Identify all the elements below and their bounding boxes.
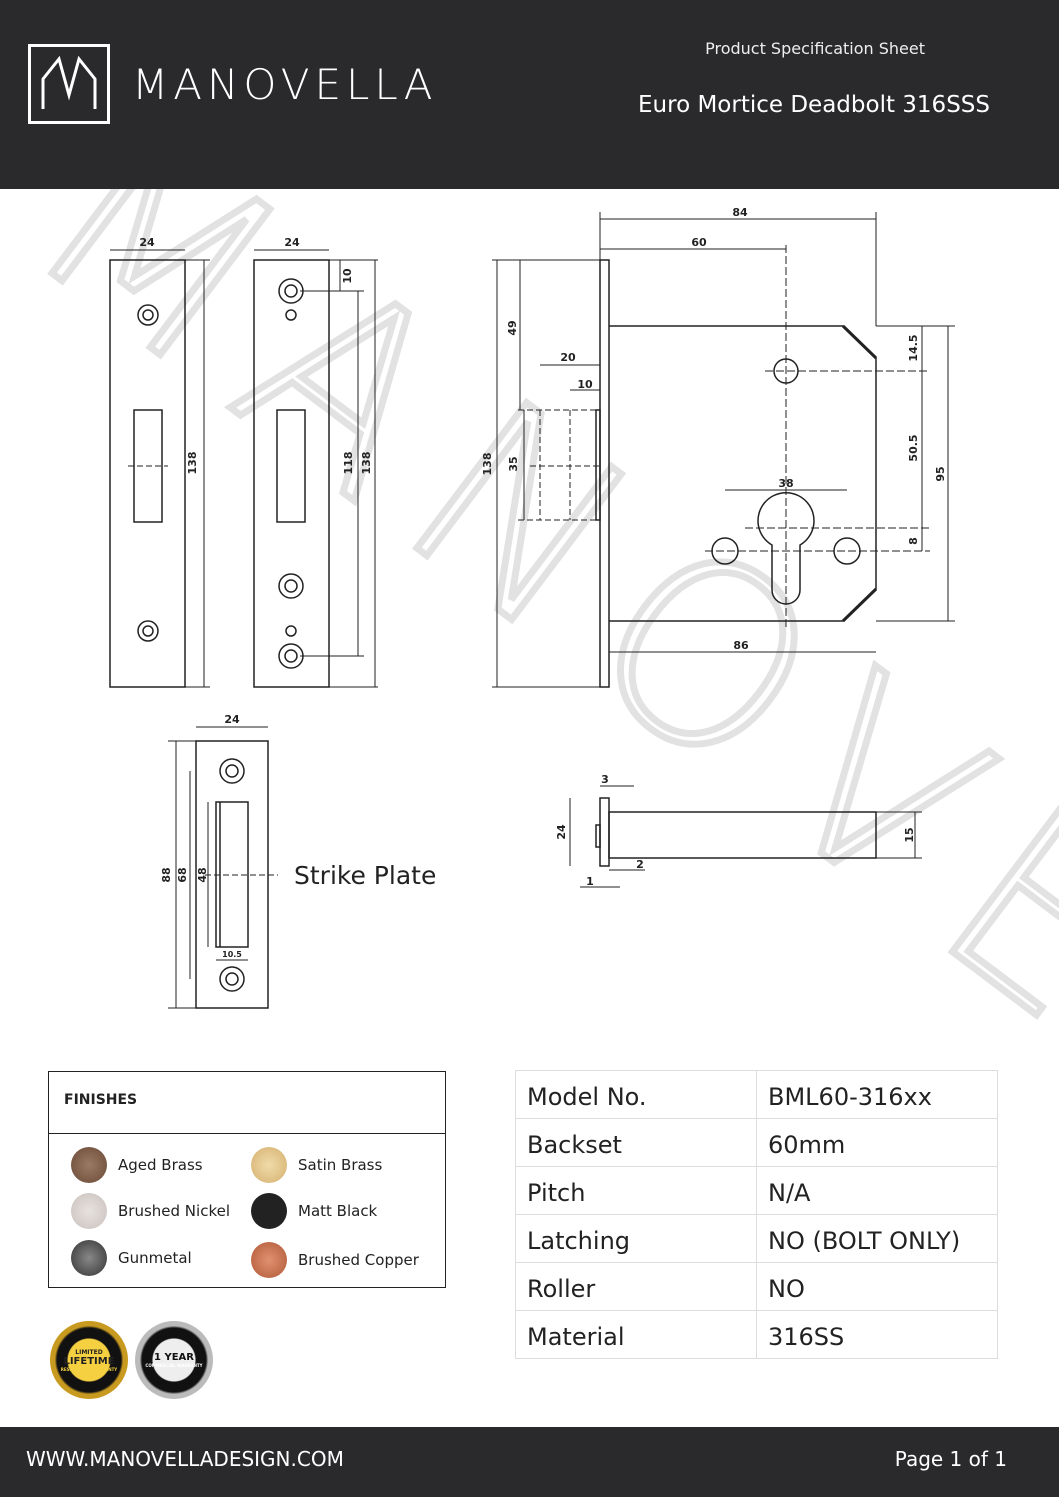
badge-bottom: RESIDENTIAL WARRANTY bbox=[60, 1366, 118, 1372]
header: MANOVELLA Product Specification Sheet Eu… bbox=[0, 0, 1059, 189]
dim-label: 95 bbox=[934, 466, 947, 481]
finish-label: Aged Brass bbox=[118, 1156, 203, 1174]
spec-key: Model No. bbox=[515, 1070, 757, 1119]
side-view-drawing bbox=[595, 797, 877, 867]
spec-value: NO bbox=[756, 1262, 998, 1311]
document-subtitle: Product Specification Sheet bbox=[705, 39, 925, 58]
dim-label: 48 bbox=[196, 867, 209, 882]
dim-label: 50.5 bbox=[907, 434, 920, 461]
dim-label: 60 bbox=[691, 236, 707, 249]
dim-label: 24 bbox=[139, 236, 155, 249]
faceplate-rear bbox=[253, 259, 330, 688]
spec-key: Latching bbox=[515, 1214, 757, 1263]
dim-label: 38 bbox=[778, 477, 793, 490]
dim-label: 84 bbox=[732, 206, 748, 219]
finish-label: Gunmetal bbox=[118, 1249, 192, 1267]
finish-gunmetal: Gunmetal bbox=[71, 1240, 192, 1276]
finish-label: Brushed Nickel bbox=[118, 1202, 230, 1220]
dim-label: 24 bbox=[555, 824, 568, 840]
swatch bbox=[71, 1147, 107, 1183]
spec-value: BML60-316xx bbox=[756, 1070, 998, 1119]
badge-bottom: COMMERCIAL WARRANTY bbox=[145, 1363, 203, 1368]
swatch bbox=[71, 1240, 107, 1276]
finishes-panel: FINISHES Aged Brass Satin Brass Brushed … bbox=[48, 1071, 446, 1288]
dim-label: 10.5 bbox=[222, 950, 242, 959]
dim-label: 10 bbox=[341, 268, 354, 284]
dimension-labels: 24 138 24 10 118 138 84 60 49 20 10 35 1… bbox=[139, 206, 947, 959]
logo-mark bbox=[28, 44, 110, 124]
technical-drawing: 24 138 24 10 118 138 84 60 49 20 10 35 1… bbox=[109, 206, 955, 1009]
faceplate-front bbox=[109, 259, 186, 688]
finish-brushed-nickel: Brushed Nickel bbox=[71, 1193, 230, 1229]
dim-label: 138 bbox=[360, 452, 373, 475]
finish-matt-black: Matt Black bbox=[251, 1193, 377, 1229]
dim-label: 24 bbox=[224, 713, 240, 726]
finish-aged-brass: Aged Brass bbox=[71, 1147, 203, 1183]
spec-key: Material bbox=[515, 1310, 757, 1359]
lock-body bbox=[518, 245, 930, 688]
swatch bbox=[251, 1242, 287, 1278]
dimension-lines bbox=[110, 212, 955, 1009]
finishes-heading: FINISHES bbox=[49, 1072, 445, 1134]
strike-plate-label: Strike Plate bbox=[294, 861, 436, 890]
dim-label: 118 bbox=[342, 452, 355, 475]
dim-label: 2 bbox=[636, 858, 644, 871]
spec-key: Roller bbox=[515, 1262, 757, 1311]
dim-label: 24 bbox=[284, 236, 300, 249]
spec-value: N/A bbox=[756, 1166, 998, 1215]
spec-key: Backset bbox=[515, 1118, 757, 1167]
table-row: Model No.BML60-316xx bbox=[515, 1070, 998, 1119]
dim-label: 3 bbox=[601, 773, 609, 786]
dim-label: 138 bbox=[186, 452, 199, 475]
dim-label: 1 bbox=[586, 875, 594, 888]
finish-label: Brushed Copper bbox=[298, 1251, 419, 1269]
one-year-warranty-badge: 1 YEAR COMMERCIAL WARRANTY bbox=[135, 1321, 213, 1399]
dim-label: 20 bbox=[560, 351, 576, 364]
spec-key: Pitch bbox=[515, 1166, 757, 1215]
dim-label: 8 bbox=[907, 537, 920, 545]
spec-value: 316SS bbox=[756, 1310, 998, 1359]
badge-main: LIFETIME bbox=[63, 1355, 115, 1367]
badge-top: LIMITED bbox=[75, 1348, 103, 1356]
badge-main: 1 YEAR bbox=[154, 1352, 194, 1363]
dim-label: 49 bbox=[506, 320, 519, 335]
strike-plate-drawing bbox=[195, 740, 278, 1009]
product-title: Euro Mortice Deadbolt 316SSS bbox=[638, 92, 990, 118]
dim-label: 35 bbox=[507, 456, 520, 471]
finish-label: Matt Black bbox=[298, 1202, 378, 1220]
website-link[interactable]: WWW.MANOVELLADESIGN.COM bbox=[26, 1447, 344, 1471]
dim-label: 86 bbox=[733, 639, 749, 652]
dim-label: 138 bbox=[481, 453, 494, 476]
finish-brushed-copper: Brushed Copper bbox=[251, 1242, 419, 1278]
spec-value: 60mm bbox=[756, 1118, 998, 1167]
finish-label: Satin Brass bbox=[298, 1156, 383, 1174]
page-number: Page 1 of 1 bbox=[894, 1447, 1007, 1471]
footer: WWW.MANOVELLADESIGN.COM Page 1 of 1 bbox=[0, 1427, 1059, 1497]
swatch bbox=[251, 1193, 287, 1229]
dim-label: 15 bbox=[903, 827, 916, 842]
finish-satin-brass: Satin Brass bbox=[251, 1147, 382, 1183]
swatch bbox=[71, 1193, 107, 1229]
spec-value: NO (BOLT ONLY) bbox=[756, 1214, 998, 1263]
brand-name: MANOVELLA bbox=[132, 60, 438, 109]
swatch bbox=[251, 1147, 287, 1183]
dim-label: 88 bbox=[160, 867, 173, 882]
lifetime-warranty-badge: LIMITED LIFETIME RESIDENTIAL WARRANTY bbox=[50, 1321, 128, 1399]
dim-label: 68 bbox=[176, 867, 189, 882]
dim-label: 10 bbox=[577, 378, 593, 391]
dim-label: 14.5 bbox=[907, 334, 920, 361]
